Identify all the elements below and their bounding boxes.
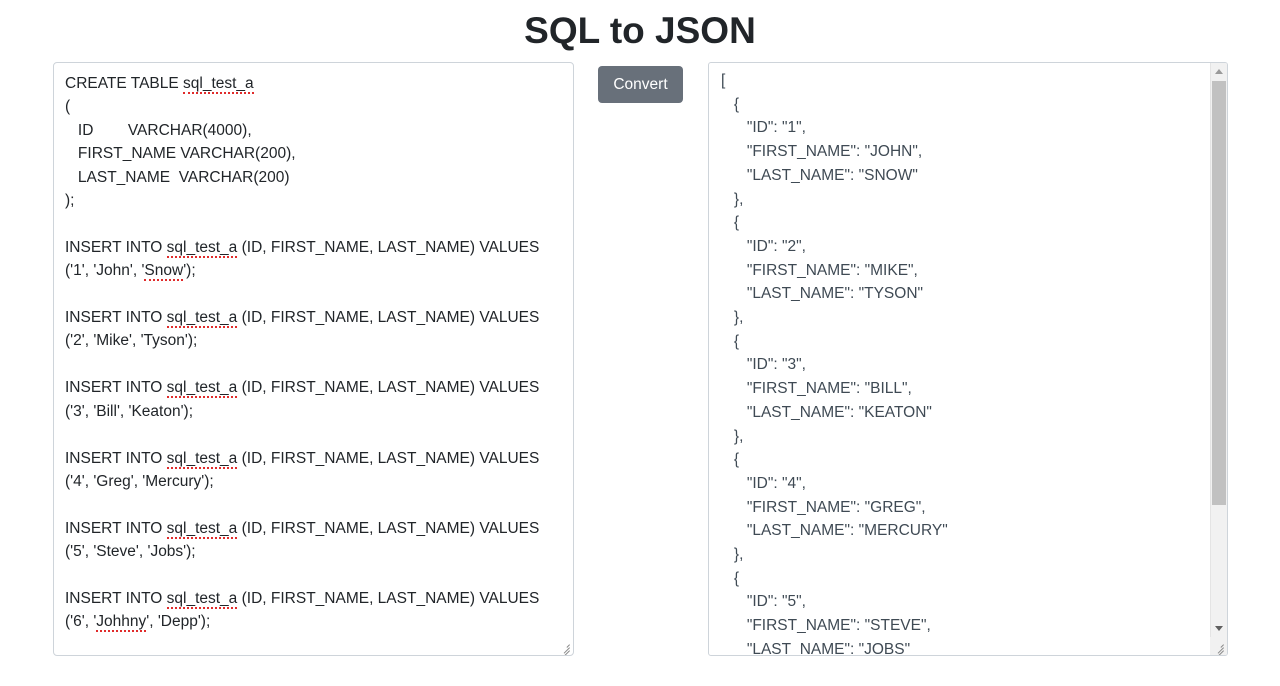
convert-button[interactable]: Convert (598, 66, 683, 103)
sql-input-panel[interactable]: CREATE TABLE sql_test_a ( ID VARCHAR(400… (53, 62, 574, 656)
spellcheck-word: sql_test_a (166, 449, 238, 469)
scroll-down-arrow-icon[interactable] (1211, 620, 1227, 637)
spellcheck-word: sql_test_a (183, 75, 254, 94)
spellcheck-word: sql_test_a (166, 589, 238, 609)
scrollbar-corner (1210, 637, 1227, 655)
json-output-panel[interactable]: [ { "ID": "1", "FIRST_NAME": "JOHN", "LA… (708, 62, 1228, 656)
scrollbar-thumb[interactable] (1212, 81, 1226, 505)
spellcheck-word: sql_test_a (166, 309, 238, 329)
spellcheck-word: sql_test_a (166, 238, 238, 258)
converter-workspace: CREATE TABLE sql_test_a ( ID VARCHAR(400… (0, 62, 1280, 662)
json-output-text[interactable]: [ { "ID": "1", "FIRST_NAME": "JOHN", "LA… (721, 72, 948, 656)
page-title: SQL to JSON (524, 10, 756, 51)
resize-grip-icon[interactable] (557, 639, 571, 655)
spellcheck-word: Johhny (96, 613, 147, 633)
spellcheck-word: sql_test_a (166, 519, 238, 539)
sql-input-text[interactable]: CREATE TABLE sql_test_a ( ID VARCHAR(400… (65, 75, 544, 633)
spellcheck-word: Snow (144, 262, 184, 282)
json-output-scrollbar[interactable] (1210, 63, 1227, 655)
spellcheck-word: sql_test_a (166, 379, 238, 399)
scroll-up-arrow-icon[interactable] (1211, 63, 1227, 80)
